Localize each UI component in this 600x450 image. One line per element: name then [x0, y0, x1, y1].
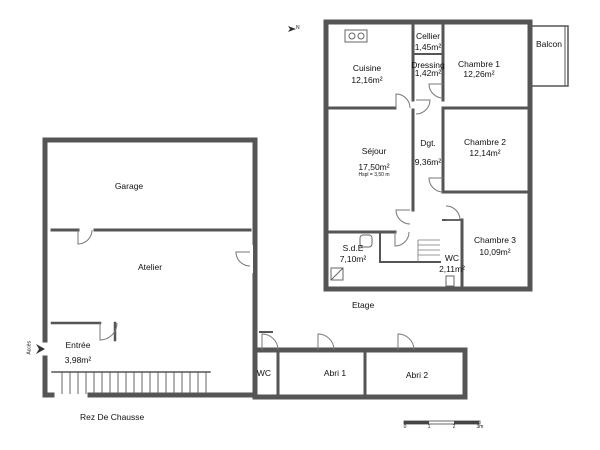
- room-label-cellier: Cellier: [415, 31, 441, 41]
- scale-tick-1: 1: [427, 424, 431, 430]
- upper-floor-caption: Etage: [352, 300, 375, 310]
- room-area-entree: 3,98m²: [64, 355, 92, 365]
- compass-label: N: [296, 25, 300, 31]
- stair-treads: [61, 372, 207, 394]
- room-area-chambre2: 12,14m²: [469, 148, 501, 158]
- room-area-wc-upper: 2,11m²: [439, 264, 465, 274]
- room-area-sejour: 17,50m²: [358, 162, 390, 172]
- room-label-wc-ground: WC: [256, 368, 272, 378]
- upper-floor-doors: [394, 83, 461, 247]
- balcony: [529, 25, 569, 87]
- room-area-cuisine: 12,16m²: [351, 75, 383, 85]
- scale-tick-0: 0: [403, 424, 407, 430]
- room-label-abri1: Abri 1: [323, 368, 347, 378]
- room-area-chambre3: 10,09m²: [479, 247, 511, 257]
- room-label-sejour: Séjour: [361, 146, 387, 156]
- room-area-cellier: 1,45m²: [414, 42, 442, 52]
- compass-icon: [288, 26, 296, 32]
- room-area-dressing: 1,42m²: [414, 68, 442, 78]
- room-label-balcon: Balcon: [536, 39, 562, 49]
- ground-floor-doors: [77, 229, 415, 351]
- ground-floor-walls: [42, 137, 468, 400]
- room-label-chambre3: Chambre 3: [473, 235, 517, 245]
- access-arrow: [36, 344, 45, 354]
- room-label-cuisine: Cuisine: [352, 63, 382, 73]
- room-label-chambre2: Chambre 2: [463, 137, 507, 147]
- upper-stair: [417, 239, 440, 262]
- room-label-atelier: Atelier: [137, 262, 163, 272]
- room-label-sde: S.d.E: [342, 243, 364, 253]
- room-area-chambre1: 12,26m²: [463, 69, 495, 79]
- fixtures: [330, 29, 455, 287]
- room-label-entree: Entrée: [65, 340, 91, 350]
- scale-bar: [403, 420, 481, 425]
- access-label: Accès: [26, 340, 33, 355]
- room-label-abri2: Abri 2: [405, 370, 429, 380]
- room-note-sejour: Hspl = 3,50 m: [358, 172, 390, 178]
- room-label-chambre1: Chambre 1: [457, 59, 501, 69]
- room-label-dressing: Dressing: [411, 60, 445, 70]
- room-label-wc-upper: WC: [444, 253, 460, 263]
- scale-tick-3m: 3m: [476, 424, 484, 430]
- room-area-sde: 7,10m²: [339, 254, 367, 264]
- scale-tick-2: 2: [452, 424, 456, 430]
- room-label-garage: Garage: [114, 181, 144, 191]
- room-area-dgt: 9,36m²: [414, 157, 442, 167]
- room-label-dgt: Dgt.: [420, 138, 436, 148]
- ground-floor-caption: Rez De Chausse: [80, 412, 145, 422]
